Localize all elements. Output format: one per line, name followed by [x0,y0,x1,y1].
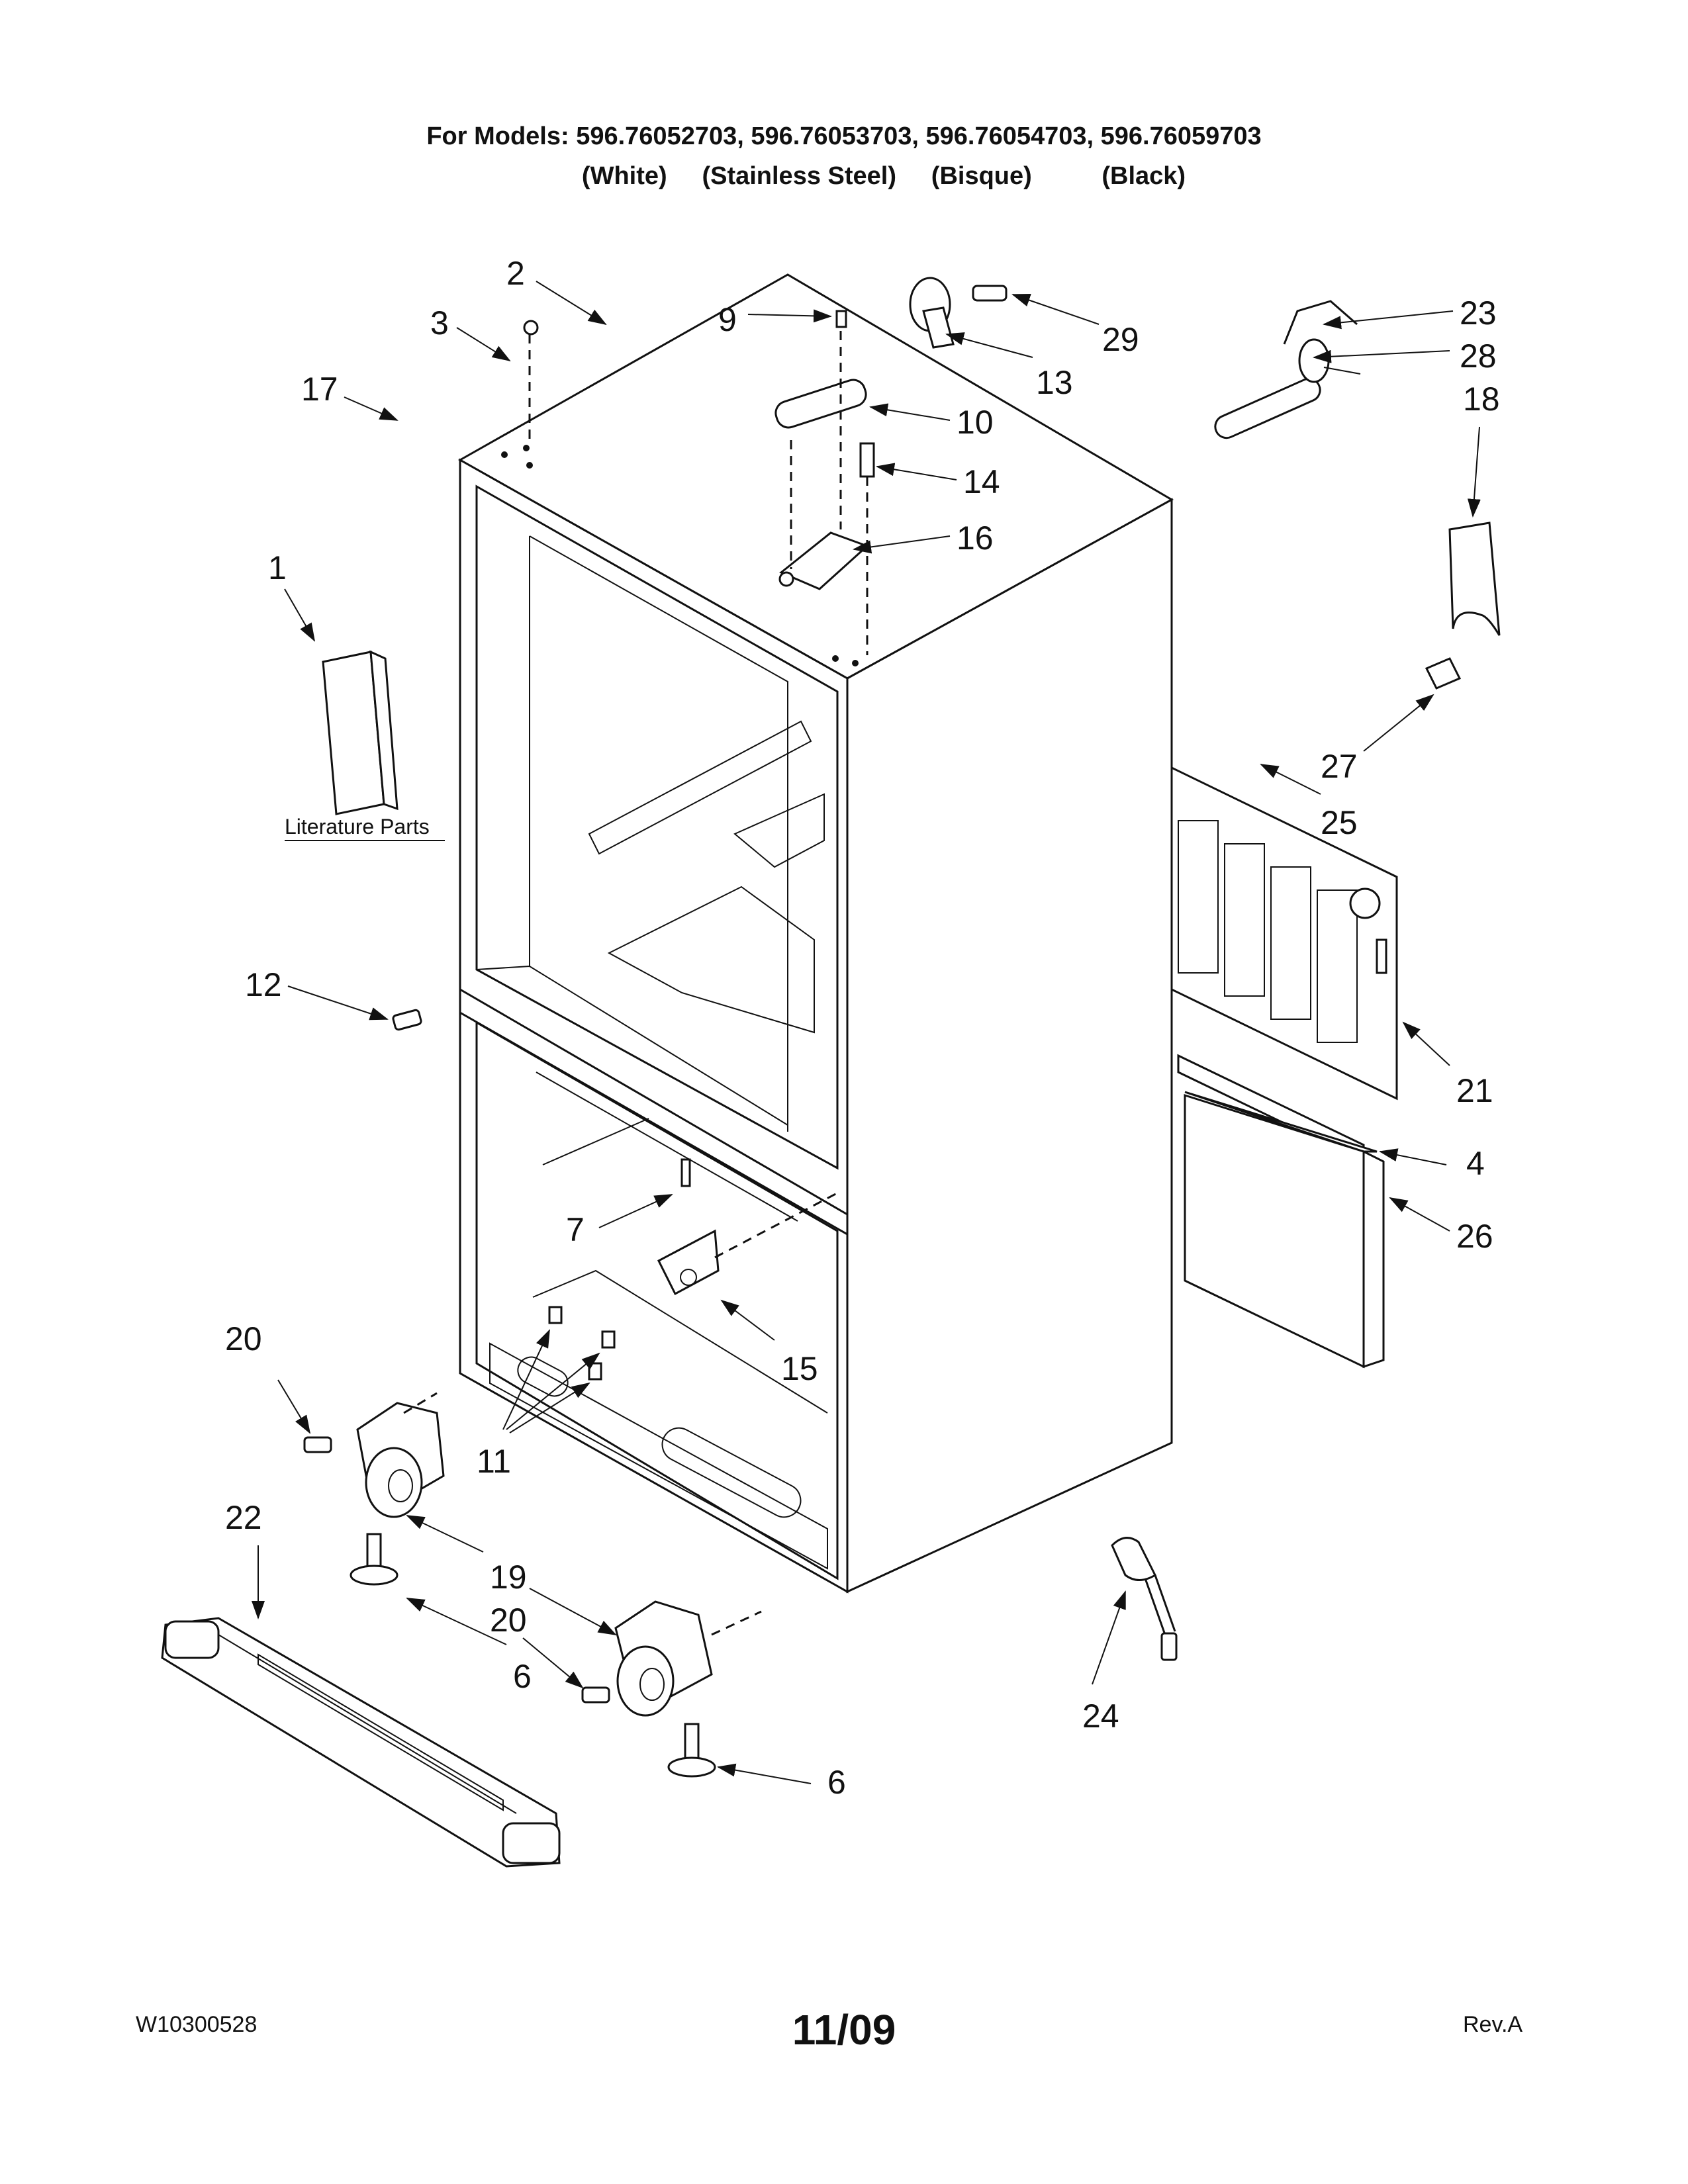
rear-access-panel [1170,766,1398,1101]
callout-20b: 20 [490,1602,527,1639]
callout-6a: 6 [513,1658,532,1695]
callout-27: 27 [1321,748,1358,785]
leader-lines [252,281,1481,1784]
clip-part [1425,657,1462,690]
callout-17: 17 [301,371,338,408]
callout-25: 25 [1321,804,1358,841]
revision: Rev.A [1463,2012,1523,2037]
hinge-cover-parts [909,277,1008,349]
callout-29: 29 [1102,321,1139,358]
callout-3: 3 [430,304,449,341]
publication-date: 11/09 [792,2006,896,2054]
callout-24: 24 [1082,1698,1119,1735]
callout-28: 28 [1460,338,1497,375]
callout-16: 16 [957,520,994,557]
callout-7: 7 [566,1211,585,1248]
callout-10: 10 [957,404,994,441]
lower-hardware [303,1158,841,1778]
callout-23: 23 [1460,295,1497,332]
callout-26: 26 [1456,1218,1493,1255]
callout-18: 18 [1463,381,1500,418]
callout-4: 4 [1466,1145,1485,1182]
callout-21: 21 [1456,1072,1493,1109]
callout-2: 2 [506,255,525,292]
water-line-parts [1214,300,1501,636]
callout-20a: 20 [225,1320,262,1357]
callout-19: 19 [490,1559,527,1596]
callout-12: 12 [245,966,282,1003]
callout-9: 9 [718,301,737,338]
literature-parts-label: Literature Parts [285,815,430,839]
water-tube-assembly [1111,1537,1178,1661]
callout-6b: 6 [827,1764,846,1801]
callout-22: 22 [225,1499,262,1536]
callout-13: 13 [1036,364,1073,401]
base-grille [161,1617,561,1868]
models-line: For Models: 596.76052703, 596.76053703, … [426,122,1262,150]
callout-15: 15 [781,1350,818,1387]
callout-11: 11 [477,1443,511,1480]
cabinet [457,273,1174,1594]
top-hinge-parts [523,310,875,655]
callout-14: 14 [963,463,1000,500]
literature-parts: Literature Parts [285,650,445,841]
screw-12 [392,1009,422,1031]
callout-1: 1 [268,549,287,586]
document-number: W10300528 [136,2012,258,2037]
colors-line: (White) (Stainless Steel) (Bisque) (Blac… [581,162,1186,190]
rear-panel [1184,1091,1385,1369]
callout-numbers: 2 3 17 1 12 9 10 14 16 13 29 23 28 18 27… [225,255,1500,1801]
